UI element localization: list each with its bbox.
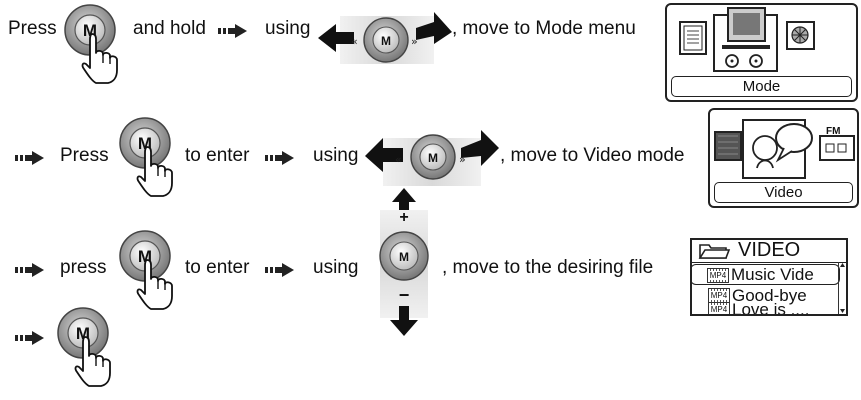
video-list-title: VIDEO bbox=[738, 239, 801, 261]
svg-text:M: M bbox=[381, 34, 391, 48]
m-button-press-icon: M bbox=[117, 117, 187, 207]
svg-text:+: + bbox=[399, 209, 408, 226]
row1-and-hold-text: and hold bbox=[133, 18, 206, 39]
row1-using-text: using bbox=[265, 18, 311, 39]
vertical-dial-icon: + M − bbox=[362, 188, 446, 338]
video-list-header: VIDEO bbox=[692, 239, 846, 263]
row3-press-text: press bbox=[60, 257, 107, 278]
video-file-list: VIDEO MP4 Music Vide MP4 Good-bye MP4 Lo… bbox=[690, 238, 848, 316]
row2-using-text: using bbox=[313, 145, 359, 166]
film-icon: MP4 bbox=[707, 268, 729, 283]
row1-press-text: Press bbox=[8, 18, 57, 39]
svg-text:»: » bbox=[459, 153, 466, 166]
row1-move-text: , move to Mode menu bbox=[452, 18, 636, 39]
svg-text:M: M bbox=[428, 151, 438, 165]
small-arrow-icon bbox=[218, 23, 248, 39]
mode-panel: Mode bbox=[665, 3, 858, 102]
small-arrow-icon bbox=[265, 150, 295, 166]
horizontal-dial-icon: « » M bbox=[316, 8, 454, 64]
list-scrollbar[interactable] bbox=[838, 262, 846, 314]
video-panel: FM Video bbox=[708, 108, 859, 208]
svg-text:»: » bbox=[411, 35, 418, 48]
folder-icon bbox=[698, 244, 731, 259]
row3-using-text: using bbox=[313, 257, 359, 278]
list-item-title: Music Vide bbox=[731, 265, 814, 284]
video-panel-label: Video bbox=[714, 182, 853, 203]
svg-text:FM: FM bbox=[826, 126, 840, 137]
small-arrow-icon bbox=[15, 150, 45, 166]
mode-icons bbox=[679, 7, 815, 72]
horizontal-dial-icon: « » M bbox=[363, 130, 501, 186]
list-item[interactable]: MP4 Good-bye bbox=[692, 285, 838, 306]
svg-text:«: « bbox=[395, 153, 402, 166]
m-button-press-icon: M bbox=[117, 230, 187, 320]
m-button-press-icon: M bbox=[55, 307, 125, 395]
svg-text:«: « bbox=[351, 35, 358, 48]
row2-to-enter-text: to enter bbox=[185, 145, 250, 166]
m-button-press-icon: M bbox=[62, 4, 174, 124]
film-icon: MP4 bbox=[708, 288, 730, 303]
list-item-title: Love is .... bbox=[732, 300, 810, 314]
mode-panel-label: Mode bbox=[671, 76, 852, 97]
svg-text:M: M bbox=[399, 250, 409, 264]
small-arrow-icon bbox=[15, 330, 45, 346]
film-icon: MP4 bbox=[708, 302, 730, 314]
video-icons: FM bbox=[714, 119, 855, 179]
small-arrow-icon bbox=[265, 262, 295, 278]
row3-move-text: , move to the desiring file bbox=[442, 257, 654, 278]
small-arrow-icon bbox=[15, 262, 45, 278]
list-item-title: Good-bye bbox=[732, 286, 807, 305]
list-item[interactable]: MP4 Love is .... bbox=[692, 300, 838, 314]
svg-text:−: − bbox=[399, 285, 410, 305]
row2-move-text: , move to Video mode bbox=[500, 145, 685, 166]
list-item[interactable]: MP4 Music Vide bbox=[690, 264, 840, 285]
row3-to-enter-text: to enter bbox=[185, 257, 250, 278]
row2-press-text: Press bbox=[60, 145, 109, 166]
